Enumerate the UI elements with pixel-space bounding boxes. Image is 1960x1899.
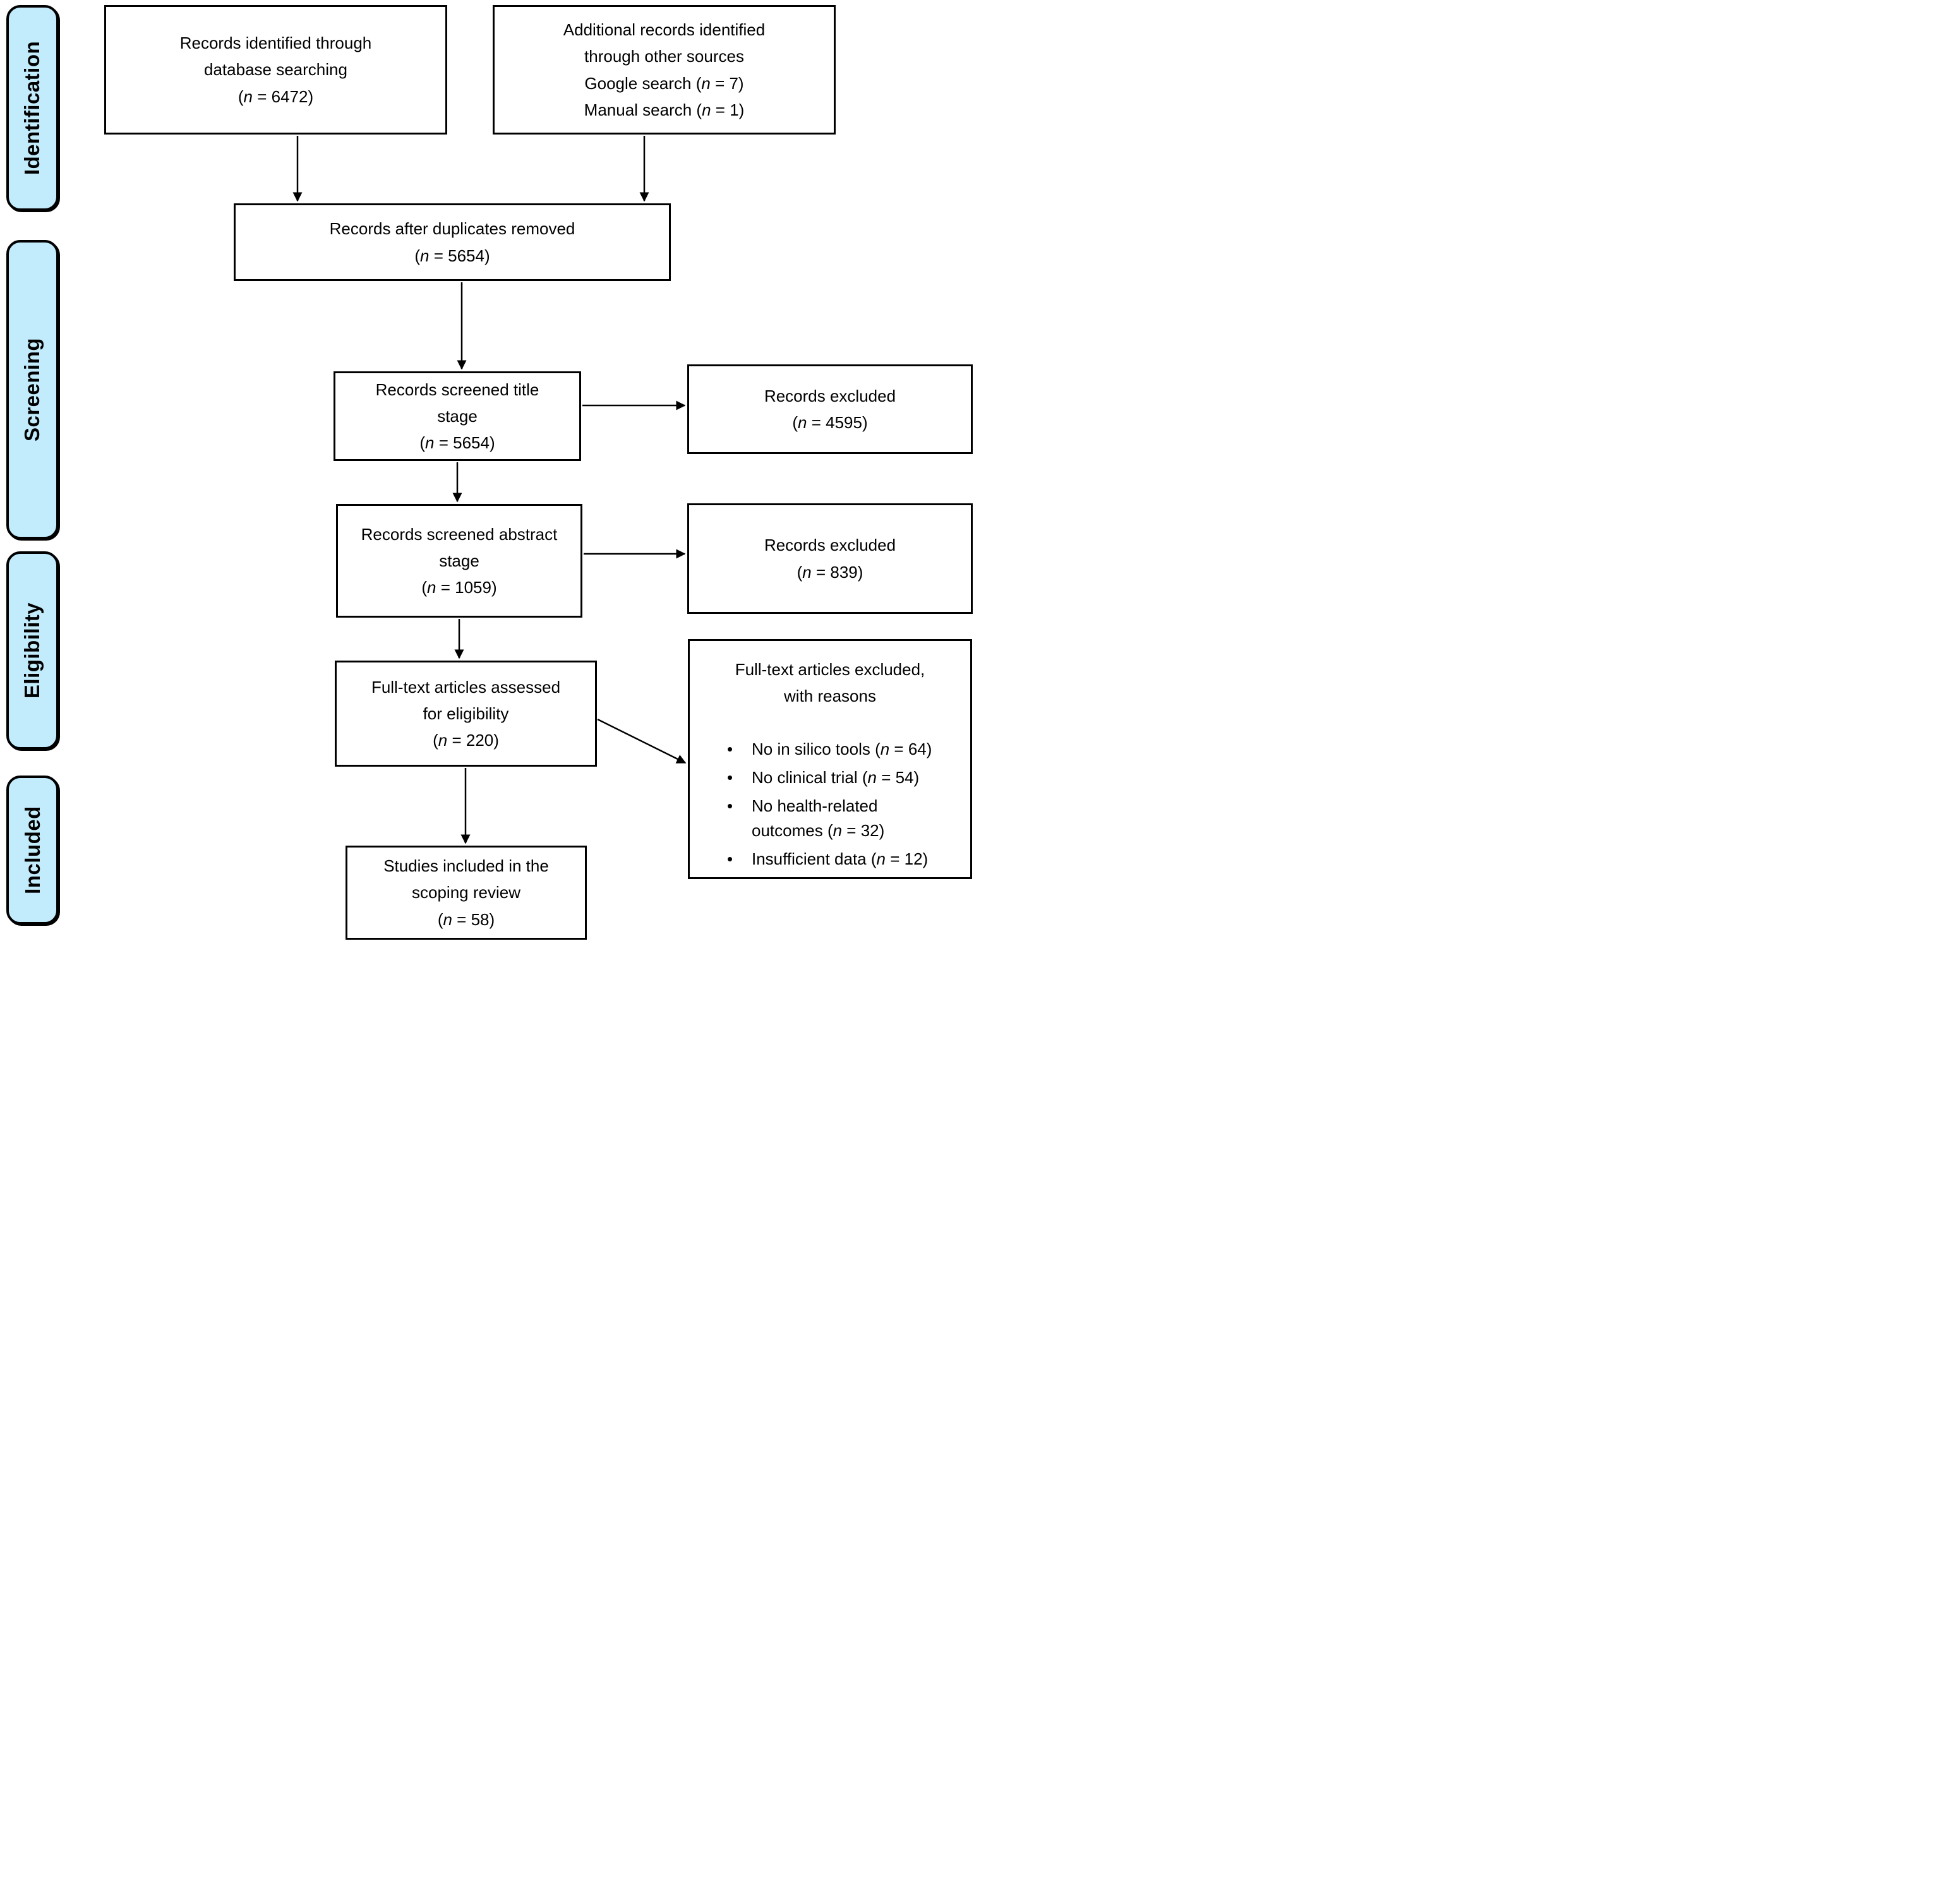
box-count-line: Manual search (n = 1) bbox=[584, 100, 745, 119]
box-additional-records-other-sources: Additional records identified through ot… bbox=[493, 5, 836, 135]
box-text-line: scoping review bbox=[412, 883, 520, 902]
box-count-line: (n = 5654) bbox=[419, 433, 495, 453]
box-text-line: stage bbox=[439, 551, 479, 570]
prisma-flow-diagram: Identification Screening Eligibility Inc… bbox=[0, 0, 980, 950]
stage-label-identification: Identification bbox=[6, 5, 59, 211]
stage-label-text: Identification bbox=[20, 40, 44, 176]
box-records-screened-abstract-stage: Records screened abstract stage (n = 105… bbox=[336, 504, 582, 618]
box-records-screened-title-stage: Records screened title stage (n = 5654) bbox=[334, 371, 581, 461]
box-fulltext-articles-assessed: Full-text articles assessed for eligibil… bbox=[335, 661, 597, 767]
box-text-line: Records after duplicates removed bbox=[329, 219, 575, 239]
box-text-line: through other sources bbox=[584, 47, 744, 66]
box-text-line: for eligibility bbox=[423, 704, 509, 723]
stage-label-text: Included bbox=[20, 806, 44, 894]
box-studies-included: Studies included in the scoping review (… bbox=[346, 846, 587, 940]
stage-label-text: Screening bbox=[20, 337, 44, 442]
exclusion-reason-item: Insufficient data (n = 12) bbox=[716, 847, 944, 872]
box-count-line: (n = 5654) bbox=[414, 246, 490, 265]
stage-label-eligibility: Eligibility bbox=[6, 551, 59, 750]
box-fulltext-articles-excluded: Full-text articles excluded, with reason… bbox=[688, 639, 972, 879]
box-text-line: Records identified through bbox=[179, 33, 372, 53]
box-count-line: (n = 4595) bbox=[792, 413, 868, 432]
box-count-line: Google search (n = 7) bbox=[584, 73, 744, 93]
stage-label-included: Included bbox=[6, 776, 59, 925]
arrow-fulltext-to-excluded bbox=[597, 718, 687, 764]
stage-label-text: Eligibility bbox=[20, 602, 44, 699]
box-count-line: (n = 1059) bbox=[421, 578, 497, 597]
box-text-line: Full-text articles assessed bbox=[371, 677, 561, 697]
box-records-excluded-title-stage: Records excluded (n = 4595) bbox=[687, 364, 973, 454]
box-records-after-duplicates-removed: Records after duplicates removed (n = 56… bbox=[234, 203, 671, 281]
box-text-line: Studies included in the bbox=[383, 856, 549, 876]
box-text-line: Records screened title bbox=[375, 380, 539, 399]
stage-label-screening: Screening bbox=[6, 240, 59, 539]
exclusion-reason-item: No in silico tools (n = 64) bbox=[716, 737, 944, 762]
box-text-line: Full-text articles excluded, bbox=[735, 660, 925, 679]
box-text-line: Records excluded bbox=[764, 536, 896, 555]
box-count-line: (n = 220) bbox=[433, 731, 499, 750]
box-text-line: stage bbox=[437, 406, 478, 426]
box-count-line: (n = 6472) bbox=[237, 87, 314, 106]
exclusion-reasons-list: No in silico tools (n = 64) No clinical … bbox=[716, 737, 944, 875]
box-text-line: Records screened abstract bbox=[361, 524, 558, 544]
exclusion-reason-item: No health-related outcomes (n = 32) bbox=[716, 794, 944, 843]
box-text-line: with reasons bbox=[784, 686, 876, 706]
box-text-line: database searching bbox=[204, 60, 347, 80]
box-records-excluded-abstract-stage: Records excluded (n = 839) bbox=[687, 503, 973, 614]
box-count-line: (n = 58) bbox=[437, 909, 495, 929]
box-text-line: Additional records identified bbox=[563, 20, 766, 40]
box-count-line: (n = 839) bbox=[797, 562, 863, 582]
exclusion-reason-item: No clinical trial (n = 54) bbox=[716, 765, 944, 790]
box-text-line: Records excluded bbox=[764, 386, 896, 405]
box-records-identified-database: Records identified through database sear… bbox=[104, 5, 447, 135]
